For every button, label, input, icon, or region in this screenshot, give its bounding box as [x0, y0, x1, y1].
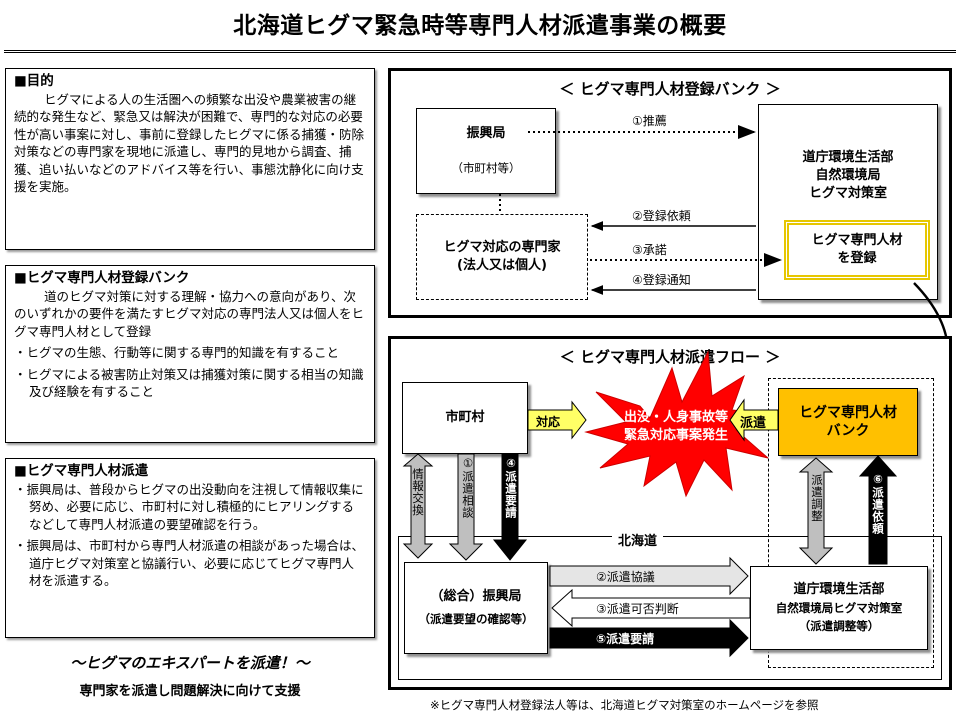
- registration-panel-title: ＜ ヒグマ専門人材登録バンク ＞: [559, 80, 781, 98]
- info-exchange-label: 情報交換: [411, 468, 425, 516]
- register-line: を登録: [837, 251, 877, 266]
- info-exchange-arrow: [402, 453, 434, 559]
- dispatch-bullet: ・振興局は、普段からヒグマの出没動向を注視して情報収集に努め、必要に応じ、市町村…: [14, 481, 364, 532]
- flow-shinkokyoku-line: （派遣要望の確認等）: [418, 612, 534, 626]
- flow-hq-box: 道庁環境生活部 自然環境局ヒグマ対策室 （派遣調整等）: [750, 566, 928, 650]
- request4-arrow: [492, 453, 528, 561]
- shinkokyoku-label: 振興局: [466, 126, 506, 141]
- step-consent: ③承諾: [632, 243, 667, 257]
- judgement-arrow: [551, 588, 751, 628]
- flow-bank-line: ヒグマ専門人材: [799, 405, 897, 421]
- dispatch-bullet: ・振興局は、市町村から専門人材派遣の相談があった場合は、道庁ヒグマ対策室と協議行…: [14, 538, 365, 588]
- bank-bullet: ・ヒグマの生態、行動等に関する専門的知識を有すること: [14, 345, 340, 360]
- purpose-box: ■目的 ヒグマによる人の生活圏への頻繁な出没や農業被害の継続的な発生など、緊急又…: [5, 68, 375, 250]
- dispatch-label: 派遣: [740, 416, 767, 431]
- bank-bullet: ・ヒグマによる被害防止対策又は捕獲対策に関する相当の知識及び経験を有すること: [14, 366, 364, 400]
- request5-arrow: [549, 618, 749, 658]
- negotiate-arrow: [549, 556, 749, 596]
- tagline: 専門家を派遣し問題解決に向けて支援: [79, 684, 301, 699]
- register-line: ヒグマ専門人材: [811, 233, 903, 248]
- expert-label-2: (法人又は個人): [457, 258, 547, 273]
- slogan: ～ヒグマのエキスパートを派遣！～: [70, 654, 310, 672]
- flow-hq-line: 自然環境局ヒグマ対策室: [775, 601, 903, 615]
- hq-line: 自然環境局: [815, 168, 881, 183]
- incident-burst: [584, 350, 774, 498]
- expert-label-1: ヒグマ対応の専門家: [443, 240, 561, 255]
- flow-shinkokyoku-line: （総合）振興局: [430, 589, 522, 604]
- flow-hq-line: 道庁環境生活部: [793, 582, 885, 597]
- negotiate-label: ②派遣協議: [596, 570, 655, 584]
- shinkokyoku-note: （市町村等）: [451, 161, 521, 175]
- purpose-body: ヒグマによる人の生活圏への頻繁な出没や農業被害の継続的な発生など、緊急又は解決が…: [14, 91, 365, 195]
- dispatch-arrow: [729, 398, 779, 442]
- bank-box: ■ヒグマ専門人材登録バンク 道のヒグマ対策に対する理解・協力への意向があり、次の…: [5, 265, 375, 443]
- bank-heading: ■ヒグマ専門人材登録バンク: [14, 270, 190, 286]
- hq-line: ヒグマ対策室: [808, 186, 887, 201]
- register-box: ヒグマ専門人材 を登録: [784, 220, 930, 280]
- expert-box: ヒグマ対応の専門家 (法人又は個人): [416, 214, 588, 300]
- request6-label: ⑥派遣依頼: [871, 472, 885, 535]
- response-label: 対応: [536, 415, 561, 429]
- step-registration-notice: ④登録通知: [632, 273, 691, 287]
- dispatch-box: ■ヒグマ専門人材派遣 ・振興局は、普段からヒグマの出没動向を注視して情報収集に努…: [5, 458, 375, 638]
- hokkaido-label: 北海道: [612, 530, 664, 549]
- municipality-box: 市町村: [402, 382, 528, 454]
- purpose-heading: ■目的: [14, 73, 54, 89]
- footnote: ※ヒグマ専門人材登録法人等は、北海道ヒグマ対策室のホームページを参照: [430, 698, 819, 712]
- adjust-label: 派遣調整: [810, 474, 824, 522]
- request4-label: ④派遣要請: [504, 456, 518, 519]
- municipality-label: 市町村: [445, 410, 485, 425]
- adjust-arrow: [798, 457, 834, 565]
- incident-line: 出没・人身事故等: [623, 410, 728, 425]
- flow-bank-line: バンク: [826, 423, 870, 439]
- step-registration-request: ②登録依頼: [632, 209, 691, 223]
- flow-shinkokyoku-box: （総合）振興局 （派遣要望の確認等）: [404, 562, 548, 654]
- flow-hq-line: （派遣調整等）: [798, 619, 880, 633]
- request6-arrow: [858, 455, 898, 565]
- flow-panel-title: ＜ ヒグマ専門人材派遣フロー ＞: [559, 348, 781, 366]
- page-title: 北海道ヒグマ緊急時等専門人材派遣事業の概要: [233, 13, 727, 39]
- hq-line: 道庁環境生活部: [802, 150, 894, 165]
- flow-bank-box: ヒグマ専門人材 バンク: [778, 388, 918, 456]
- consult-arrow: [448, 453, 484, 561]
- step-recommend: ①推薦: [632, 114, 667, 128]
- request5-label: ⑤派遣要請: [596, 632, 655, 646]
- shinkokyoku-box: 振興局 （市町村等）: [416, 108, 556, 194]
- bank-body: 道のヒグマ対策に対する理解・協力への意向があり、次のいずれかの要件を満たすヒグマ…: [14, 288, 365, 339]
- incident-line: 緊急対応事案発生: [623, 428, 728, 443]
- bank-column-frame: [768, 378, 934, 668]
- response-arrow: [527, 400, 587, 440]
- consult-label: ①派遣相談: [461, 456, 475, 519]
- judgement-label: ③派遣可否判断: [596, 602, 679, 616]
- dispatch-heading: ■ヒグマ専門人材派遣: [14, 463, 149, 479]
- title-divider: [4, 50, 956, 53]
